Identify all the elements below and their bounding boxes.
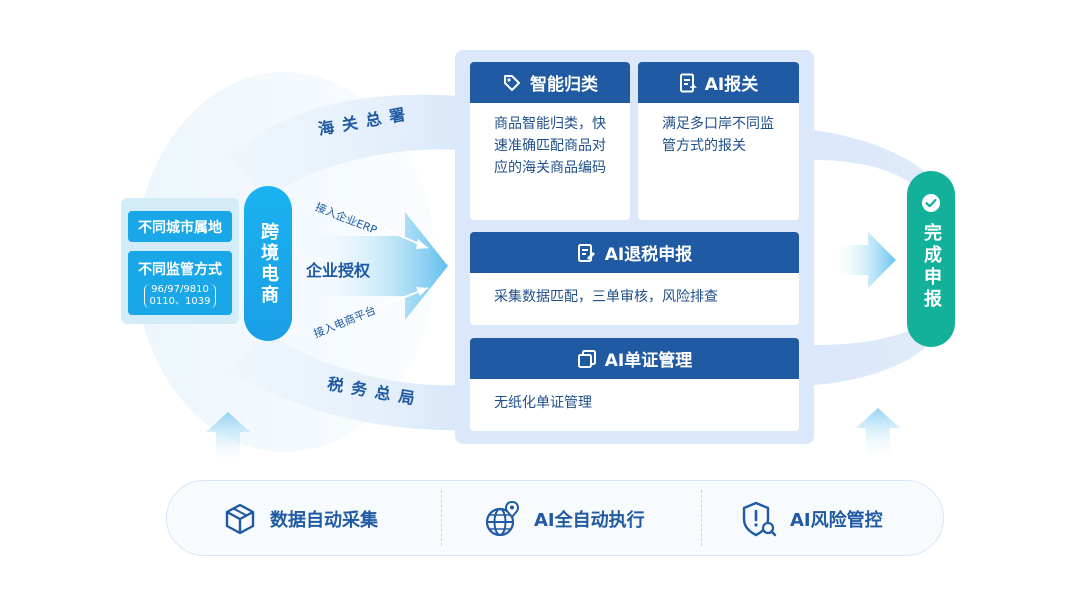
feature-divider-2 [701, 490, 702, 546]
up-arrow-right [856, 408, 900, 462]
card-ai-documents: AI单证管理 无纸化单证管理 [470, 338, 799, 431]
tax-flow-band [230, 330, 460, 431]
shield-search-icon [742, 501, 777, 537]
card-smart-classify: 智能归类 商品智能归类，快速准确匹配商品对应的海关商品编码 [470, 62, 630, 220]
card-ai-customs-body: 满足多口岸不同监管方式的报关 [662, 116, 774, 154]
card-ai-documents-body: 无纸化单证管理 [494, 395, 592, 411]
edit-document-icon [577, 243, 595, 262]
feature-ai-execution: AI全自动执行 [484, 500, 645, 538]
document-icon [679, 73, 697, 92]
cross-border-pill: 跨境电商 [244, 186, 292, 341]
capabilities-bar [166, 480, 944, 556]
card-smart-classify-header: 智能归类 [470, 62, 630, 103]
feature-data-collection: 数据自动采集 [222, 500, 378, 538]
customs-flow-band [230, 94, 460, 200]
copy-documents-icon [577, 349, 596, 368]
feature-ai-risk: AI风险管控 [740, 500, 883, 538]
card-ai-customs: AI报关 满足多口岸不同监管方式的报关 [638, 62, 799, 220]
platform-arrow-line [319, 287, 429, 331]
card-ai-tax-refund-body: 采集数据匹配，三单审核，风险排查 [494, 289, 718, 305]
feature-ai-execution-label: AI全自动执行 [534, 510, 645, 531]
feature-ai-risk-label: AI风险管控 [790, 510, 883, 531]
feature-divider-1 [441, 490, 442, 546]
supervise-tag-label: 不同监管方式 [138, 262, 222, 278]
card-ai-tax-refund-title: AI退税申报 [604, 245, 693, 265]
card-smart-classify-title: 智能归类 [530, 75, 598, 95]
codes-line-2: 0110、1039 [149, 296, 211, 307]
codes-line-1: 96/97/9810 [151, 284, 209, 295]
platform-arrow-head [416, 287, 428, 296]
supervise-codes: 96/97/9810 0110、1039 [143, 284, 217, 308]
supervise-tag: 不同监管方式 96/97/9810 0110、1039 [128, 251, 232, 315]
card-ai-tax-refund: AI退税申报 采集数据匹配，三单审核，风险排查 [470, 232, 799, 325]
card-ai-customs-header: AI报关 [638, 62, 799, 103]
feature-data-collection-label: 数据自动采集 [270, 510, 378, 531]
card-ai-customs-title: AI报关 [704, 75, 759, 95]
globe-location-icon [485, 500, 519, 537]
card-ai-tax-refund-header: AI退税申报 [470, 232, 799, 273]
erp-arrow-head [416, 239, 428, 249]
cube-icon [225, 503, 255, 535]
check-circle-icon [922, 194, 940, 212]
services-panel: 智能归类 商品智能归类，快速准确匹配商品对应的海关商品编码 AI报关 满足多口岸… [455, 50, 814, 444]
finish-label: 完成申报 [921, 223, 942, 311]
card-smart-classify-body: 商品智能归类，快速准确匹配商品对应的海关商品编码 [494, 116, 606, 176]
up-arrow-left [206, 412, 250, 468]
city-tag: 不同城市属地 [128, 211, 232, 242]
tag-icon [504, 74, 520, 91]
finish-pill: 完成申报 [907, 171, 955, 347]
finish-flow-arrow [830, 232, 896, 288]
main-flow-arrow [300, 212, 448, 320]
card-ai-documents-header: AI单证管理 [470, 338, 799, 379]
card-ai-documents-title: AI单证管理 [604, 351, 693, 371]
auth-flow-label: 企业授权 [306, 261, 371, 280]
erp-arrow-line [319, 199, 429, 249]
